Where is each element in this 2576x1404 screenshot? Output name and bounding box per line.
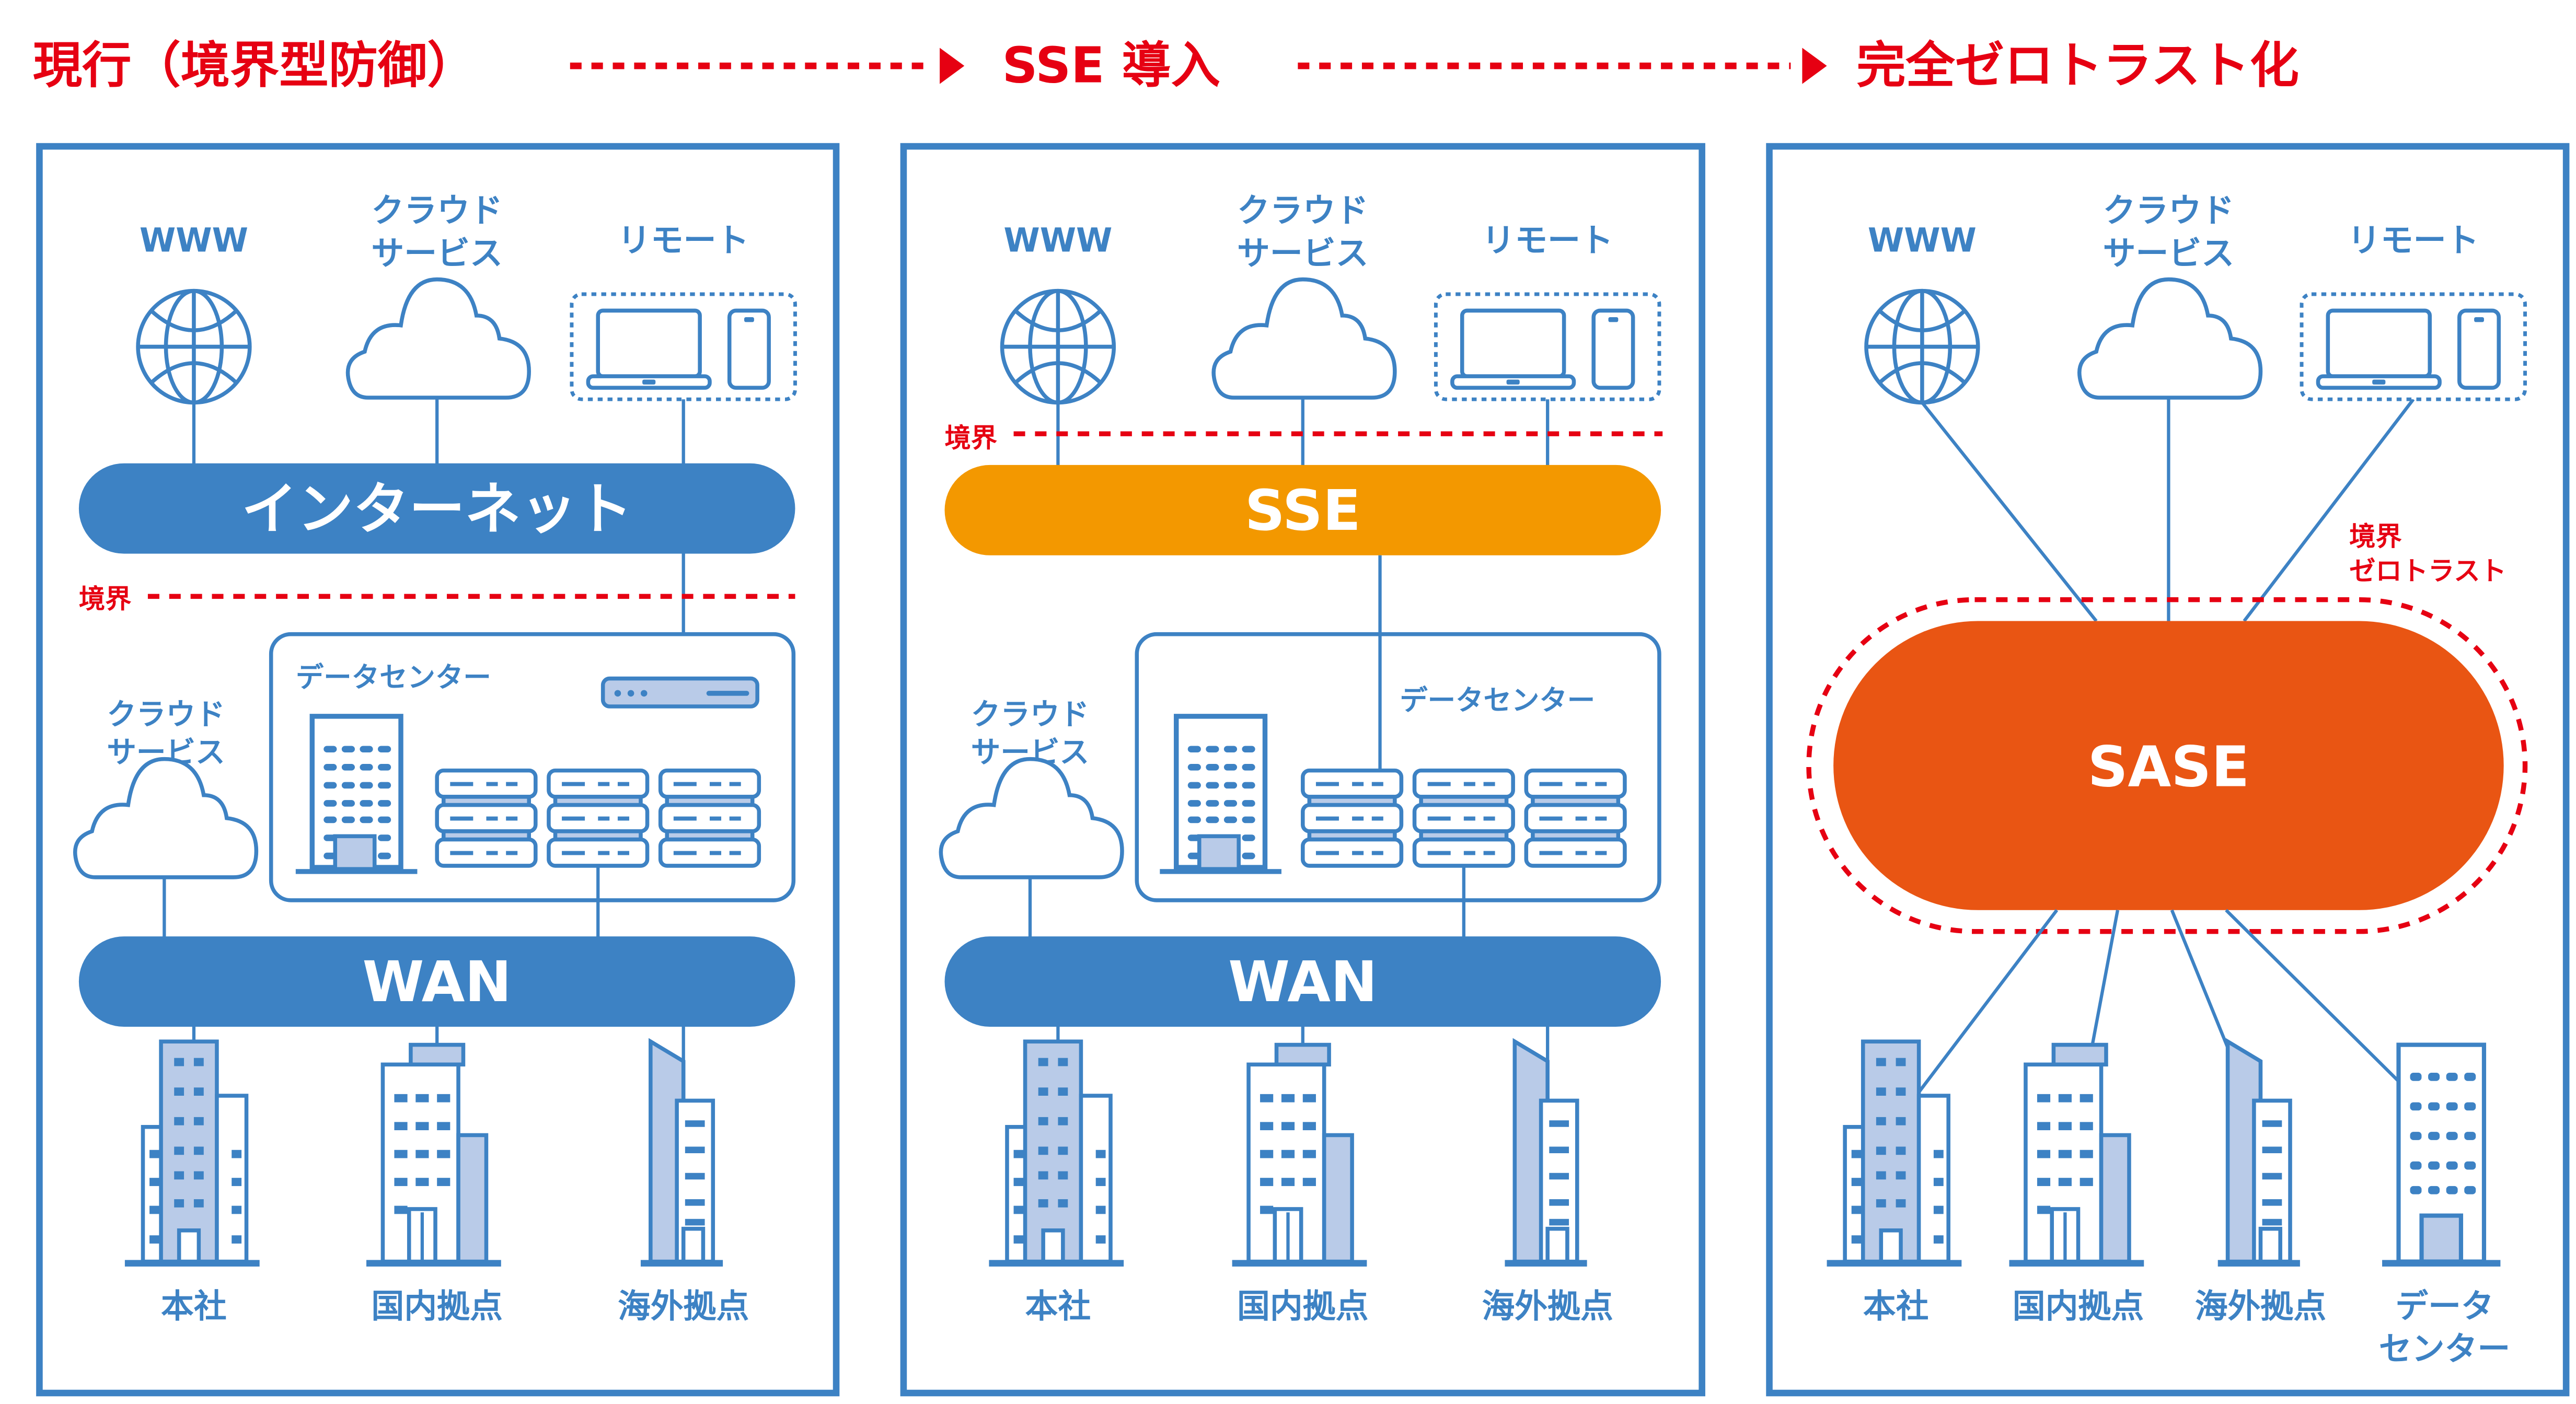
- internet-label: インターネット: [241, 477, 632, 542]
- panel-sse: WWW クラウド サービス リモート 境界 SSE データセンター クラウド サ…: [900, 143, 1705, 1397]
- server-rack-icon: [1303, 771, 1402, 866]
- wan-label: WAN: [363, 950, 512, 1015]
- globe-icon: [138, 291, 250, 403]
- datacenter-box: [1135, 632, 1661, 902]
- datacenter-door: [1197, 834, 1241, 871]
- site-label: 国内拠点: [1237, 1287, 1368, 1325]
- site-label: 国内拠点: [2013, 1287, 2144, 1325]
- wan-label: WAN: [1228, 950, 1377, 1015]
- boundary-label-line1: 境界: [2349, 521, 2402, 552]
- site-label: 本社: [1025, 1287, 1091, 1325]
- wan-pill: [78, 936, 795, 1027]
- site-label: 海外拠点: [618, 1287, 749, 1325]
- label-cloud-line1: クラウド: [1237, 192, 1368, 230]
- site-label: 本社: [1863, 1287, 1929, 1325]
- sse-label: SSE: [1245, 479, 1361, 543]
- sase-pill: [1833, 621, 2504, 910]
- arrow-right-icon: [1802, 48, 1827, 84]
- site-label-dc-line1: データ: [2395, 1287, 2494, 1325]
- server-rack-icon: [549, 771, 648, 866]
- wan-pill: [944, 936, 1661, 1027]
- label-remote: リモート: [1482, 221, 1613, 259]
- stage-sse-title: SSE 導入: [1002, 37, 1220, 94]
- datacenter-ground: [1160, 869, 1281, 874]
- connector: [1896, 909, 2059, 1122]
- datacenter-label: データセンター: [296, 660, 491, 693]
- site-label: 本社: [161, 1287, 227, 1325]
- label-cloud-line2: サービス: [2103, 234, 2234, 272]
- datacenter-label: データセンター: [1400, 683, 1595, 716]
- label-remote: リモート: [2348, 221, 2479, 259]
- panel-zerotrust: WWW クラウド サービス リモート 境界 ゼロトラスト SASE 本社 国内拠…: [1766, 143, 2570, 1397]
- label-cloud-line1: クラウド: [371, 192, 502, 230]
- site-label: 海外拠点: [1482, 1287, 1613, 1325]
- globe-icon: [1866, 291, 1978, 403]
- server-rack-icon: [1415, 771, 1514, 866]
- label-www: WWW: [140, 221, 248, 259]
- server-rack-icon: [1526, 771, 1625, 866]
- label-remote: リモート: [618, 221, 749, 259]
- boundary-label: 境界: [79, 583, 132, 614]
- server-rack-icon: [437, 771, 536, 866]
- globe-icon: [1002, 291, 1114, 403]
- sase-label: SASE: [2088, 735, 2250, 799]
- boundary-label: 境界: [945, 422, 998, 453]
- label-www: WWW: [1003, 221, 1112, 259]
- site-label: 海外拠点: [2195, 1287, 2326, 1325]
- remote-devices-icon: [572, 294, 795, 399]
- connector: [2243, 398, 2415, 622]
- panel-current: WWW クラウド サービス リモート インターネット 境界 データセンター クラ…: [36, 143, 840, 1397]
- datacenter-door: [333, 834, 377, 871]
- stage-current-title: 現行（境界型防御）: [33, 37, 477, 94]
- server-rack-icon: [661, 771, 759, 866]
- label-cloud-line2: サービス: [1237, 234, 1368, 272]
- internet-pill: [78, 463, 795, 554]
- firewall-appliance-dots: [614, 690, 749, 697]
- datacenter-building-icon: [2382, 1045, 2500, 1267]
- site-label-dc-line2: センター: [2379, 1330, 2510, 1368]
- connector: [1921, 401, 2098, 622]
- remote-devices-icon: [1436, 294, 1659, 399]
- label-cloud-line2: サービス: [371, 234, 502, 272]
- boundary-label-line2: ゼロトラスト: [2349, 555, 2506, 586]
- datacenter-ground: [295, 869, 418, 874]
- label-cloud-line1: クラウド: [2103, 192, 2234, 230]
- cloud-service-label-line1: クラウド: [107, 698, 225, 732]
- arrow-right-icon: [940, 48, 965, 84]
- sse-pill: [944, 465, 1661, 555]
- stage-zerotrust-title: 完全ゼロトラスト化: [1856, 37, 2299, 94]
- firewall-appliance-icon: [600, 676, 759, 709]
- label-www: WWW: [1868, 221, 1977, 259]
- site-label: 国内拠点: [371, 1287, 502, 1325]
- remote-devices-icon: [2302, 294, 2525, 399]
- cloud-service-label-line1: クラウド: [971, 698, 1089, 732]
